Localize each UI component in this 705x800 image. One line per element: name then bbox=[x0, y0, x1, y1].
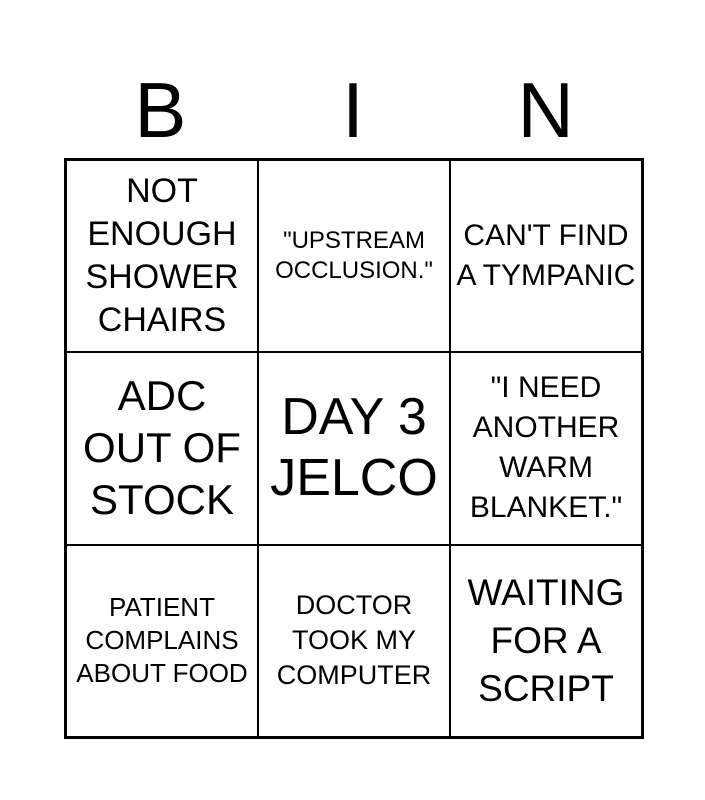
cell-text: DAY 3 JELCO bbox=[270, 388, 438, 508]
bingo-header: B I N bbox=[64, 60, 642, 160]
bingo-grid: NOT ENOUGH SHOWER CHAIRS "UPSTREAM OCCLU… bbox=[64, 158, 644, 739]
cell-text: PATIENT COMPLAINS ABOUT FOOD bbox=[76, 592, 248, 689]
bingo-cell[interactable]: DAY 3 JELCO bbox=[258, 352, 450, 545]
header-letter-i: I bbox=[342, 66, 364, 154]
cell-text: "UPSTREAM OCCLUSION." bbox=[275, 227, 433, 285]
bingo-cell[interactable]: ADC OUT OF STOCK bbox=[66, 352, 258, 545]
bingo-cell[interactable]: NOT ENOUGH SHOWER CHAIRS bbox=[66, 160, 258, 353]
bingo-cell[interactable]: "UPSTREAM OCCLUSION." bbox=[258, 160, 450, 353]
cell-text: CAN'T FIND A TYMPANIC bbox=[456, 219, 636, 293]
bingo-cell[interactable]: PATIENT COMPLAINS ABOUT FOOD bbox=[66, 544, 258, 737]
bingo-cell[interactable]: "I NEED ANOTHER WARM BLANKET." bbox=[450, 352, 642, 545]
header-letter-b: B bbox=[134, 66, 187, 154]
bingo-cell[interactable]: WAITING FOR A SCRIPT bbox=[450, 544, 642, 737]
cell-text: "I NEED ANOTHER WARM BLANKET." bbox=[469, 371, 623, 525]
header-letter-n: N bbox=[517, 66, 574, 154]
bingo-cell[interactable]: CAN'T FIND A TYMPANIC bbox=[450, 160, 642, 353]
cell-text: WAITING FOR A SCRIPT bbox=[467, 571, 625, 709]
bingo-cell[interactable]: DOCTOR TOOK MY COMPUTER bbox=[258, 544, 450, 737]
cell-text: DOCTOR TOOK MY COMPUTER bbox=[276, 590, 432, 691]
cell-text: NOT ENOUGH SHOWER CHAIRS bbox=[85, 172, 239, 340]
cell-text: ADC OUT OF STOCK bbox=[83, 372, 241, 524]
